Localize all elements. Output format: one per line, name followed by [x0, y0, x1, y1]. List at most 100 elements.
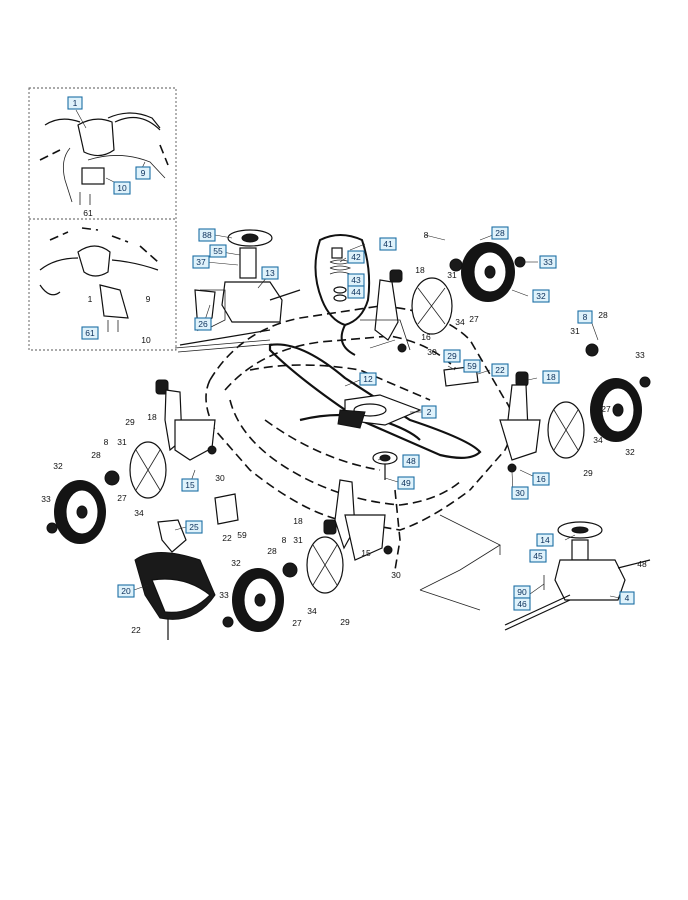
svg-text:46: 46	[517, 599, 527, 609]
transmission-rear	[504, 521, 651, 631]
callout-10: 10	[113, 181, 131, 195]
callout-4: 4	[619, 591, 635, 605]
label-34: 34	[134, 508, 144, 518]
label-27: 27	[469, 314, 479, 324]
callout-16: 16	[532, 472, 550, 486]
svg-text:4: 4	[625, 593, 630, 603]
label-9: 9	[146, 294, 151, 304]
svg-text:33: 33	[543, 257, 553, 267]
callout-45: 45	[529, 549, 547, 563]
label-33: 33	[635, 350, 645, 360]
label-22: 22	[131, 625, 141, 635]
svg-text:8: 8	[583, 312, 588, 322]
label-31: 31	[447, 270, 457, 280]
callout-41: 41	[379, 237, 397, 251]
callout-88: 88	[198, 228, 216, 242]
label-32: 32	[625, 447, 635, 457]
transmission-upper	[179, 229, 301, 346]
svg-text:42: 42	[351, 252, 361, 262]
callout-32: 32	[532, 289, 550, 303]
label-59: 59	[237, 530, 247, 540]
callout-12: 12	[359, 372, 377, 386]
callout-49: 49	[397, 476, 415, 490]
height-adjuster-callout	[314, 234, 371, 356]
svg-text:10: 10	[117, 183, 127, 193]
callout-14: 14	[536, 533, 554, 547]
label-48: 48	[637, 559, 647, 569]
label-61: 61	[83, 208, 93, 218]
boxed-labels: 1 10 9 61 88 55 37 13 26 41 42 43 44 28 …	[67, 96, 635, 611]
callout-43: 43	[347, 273, 365, 287]
label-31: 31	[117, 437, 127, 447]
svg-text:25: 25	[189, 522, 199, 532]
callout-59: 59	[463, 359, 481, 373]
svg-text:32: 32	[536, 291, 546, 301]
label-29: 29	[125, 417, 135, 427]
label-1: 1	[88, 294, 93, 304]
svg-text:9: 9	[141, 168, 146, 178]
label-8: 8	[104, 437, 109, 447]
label-28: 28	[267, 546, 277, 556]
label-29: 29	[340, 617, 350, 627]
label-15: 15	[361, 548, 371, 558]
callout-2: 2	[421, 405, 437, 419]
wheel-rear-right	[547, 343, 651, 459]
svg-text:48: 48	[406, 456, 416, 466]
callout-48: 48	[402, 454, 420, 468]
callout-37: 37	[192, 255, 210, 269]
svg-text:2: 2	[427, 407, 432, 417]
callout-25: 25	[185, 520, 203, 534]
label-29: 29	[583, 468, 593, 478]
label-34: 34	[593, 435, 603, 445]
label-30: 30	[427, 347, 437, 357]
height-levers	[155, 269, 541, 561]
callout-44: 44	[347, 285, 365, 299]
handle-inset-panels	[28, 87, 177, 351]
label-18: 18	[415, 265, 425, 275]
svg-text:45: 45	[533, 551, 543, 561]
plain-labels: 61 1 9 10 8 18 31 34 27 16 30 31 28 33 3…	[41, 208, 647, 635]
label-32: 32	[231, 558, 241, 568]
handle-control-drawing-top	[39, 112, 169, 205]
callout-18: 18	[542, 370, 560, 384]
svg-text:1: 1	[73, 98, 78, 108]
label-32: 32	[53, 461, 63, 471]
label-27: 27	[292, 618, 302, 628]
label-8: 8	[424, 230, 429, 240]
callout-8: 8	[577, 310, 593, 324]
svg-text:22: 22	[495, 365, 505, 375]
svg-text:13: 13	[265, 268, 275, 278]
svg-text:61: 61	[85, 328, 95, 338]
drive-connection-lines	[419, 514, 501, 611]
svg-text:49: 49	[401, 478, 411, 488]
svg-text:28: 28	[495, 228, 505, 238]
callout-30: 30	[511, 486, 529, 500]
label-10: 10	[141, 335, 151, 345]
label-31: 31	[570, 326, 580, 336]
callout-15: 15	[181, 478, 199, 492]
callout-29: 29	[443, 349, 461, 363]
nuts	[207, 343, 517, 555]
callout-46: 46	[513, 597, 531, 611]
callout-55: 55	[209, 244, 227, 258]
label-34: 34	[455, 317, 465, 327]
svg-text:90: 90	[517, 587, 527, 597]
callout-61: 61	[81, 326, 99, 340]
callout-28: 28	[491, 226, 509, 240]
svg-text:30: 30	[515, 488, 525, 498]
svg-text:43: 43	[351, 275, 361, 285]
svg-text:12: 12	[363, 374, 373, 384]
svg-text:20: 20	[121, 586, 131, 596]
svg-text:26: 26	[198, 319, 208, 329]
svg-text:59: 59	[467, 361, 477, 371]
svg-text:44: 44	[351, 287, 361, 297]
label-18: 18	[293, 516, 303, 526]
discharge-chute	[134, 519, 216, 640]
label-30: 30	[391, 570, 401, 580]
svg-text:15: 15	[185, 480, 195, 490]
wheel-front-left	[46, 441, 167, 544]
label-31: 31	[293, 535, 303, 545]
label-33: 33	[41, 494, 51, 504]
callout-22: 22	[491, 363, 509, 377]
